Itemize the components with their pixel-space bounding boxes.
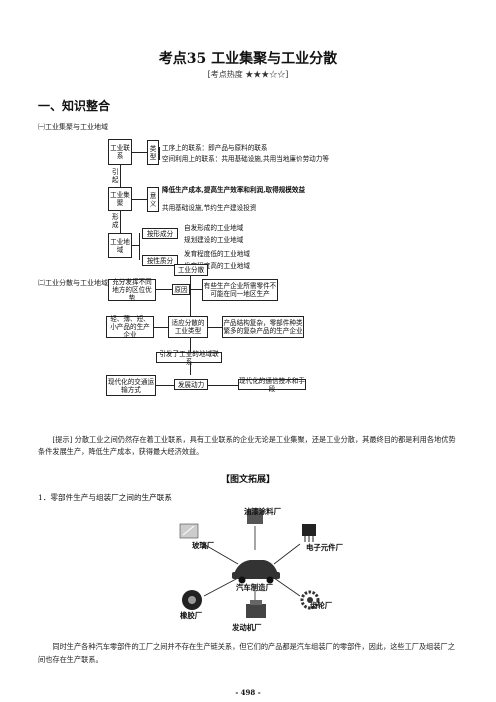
gear-icon: [300, 590, 320, 610]
connector: [190, 276, 191, 326]
label-form: 形成: [112, 213, 119, 229]
label-engine-factory: 发动机厂: [232, 623, 262, 632]
type-item-1: 工序上的联系：即产品与原料的联系: [162, 144, 268, 152]
section-heading: 一、知识整合: [38, 99, 111, 113]
explanation-paragraph: 同时生产各种汽车零部件的工厂之间并不存在生产链关系，但它们的产品都是汽车组装厂的…: [38, 642, 455, 664]
box-reason: 原因: [172, 284, 190, 295]
tip-paragraph: [提示] 分散工业之间仍然存在着工业联系，具有工业联系的企业无论是工业集聚，还是…: [38, 435, 456, 456]
significance-1: 降低生产成本,提高生产效率和利润,取得规模效益: [162, 186, 306, 194]
connector: [190, 363, 191, 375]
subsection-2: ㈡工业分散与工业地域联系: [38, 279, 122, 287]
connector: [132, 199, 147, 200]
formation-1: 自发形成的工业地域: [184, 224, 244, 232]
arrow-glass: [199, 541, 239, 565]
box-transport: 现代化的交通运输方式: [106, 375, 156, 396]
link-arrows: [199, 526, 301, 606]
car-icon: [232, 560, 280, 584]
nature-1: 发育程度低的工业地域: [184, 250, 250, 258]
label-gear-factory: 齿轮厂: [310, 601, 333, 610]
box-industrial-region: 工业地域: [108, 233, 132, 258]
chip-icon: [302, 524, 316, 542]
box-industrial-link: 工业联系: [108, 139, 132, 165]
box-driving-force: 发展动力: [174, 379, 208, 390]
box-light-products: 轻、薄、短、小产品的生产企业: [106, 315, 154, 339]
label-lead: 引起: [112, 168, 119, 184]
type-item-2: 空间利用上的联系：共用基础设施,共用当地廉价劳动力等: [162, 155, 329, 163]
item-1-heading: 1．零部件生产与组装厂之间的生产联系: [38, 493, 172, 502]
box-complex-products: 产品结构复杂，零部件种类繁多的复杂产品的生产企业: [222, 316, 304, 338]
glass-icon: [179, 523, 199, 539]
significance-2: 共用基础设施,节约生产建设投资: [162, 204, 257, 212]
connector: [154, 327, 168, 328]
connector: [190, 338, 191, 352]
connector: [120, 211, 121, 233]
arrow-gear: [273, 577, 301, 597]
box-regional-link: 引发了工业的地域联系: [156, 350, 222, 366]
box-industrial-agglomeration: 工业集聚: [108, 187, 132, 211]
connector: [132, 245, 140, 246]
label-electronic-factory: 电子元件厂: [306, 543, 343, 552]
label-glass-factory: 玻璃厂: [192, 541, 215, 550]
arrow-electronic: [273, 543, 301, 565]
subsection-1: ㈠工业集聚与工业地域: [38, 123, 108, 131]
tire-icon: [182, 590, 202, 610]
connector: [208, 327, 222, 328]
page-number: - 498 -: [235, 688, 261, 697]
connector: [159, 147, 160, 160]
nature-2: 发育程度高的工业地域: [184, 262, 250, 270]
page-title: 考点35 工业集聚与工业分散: [158, 51, 338, 67]
connector: [156, 289, 172, 290]
expand-heading: 【图文拓展】: [220, 475, 275, 485]
formation-2: 规划建设的工业地域: [184, 236, 244, 244]
factory-network-illustration: [179, 508, 320, 618]
connector: [132, 152, 147, 153]
label-paint-factory: 油漆涂料厂: [244, 507, 281, 516]
box-by-nature: 按性质分: [142, 255, 178, 266]
label-car-factory: 汽车制造厂: [236, 583, 273, 592]
label-rubber-factory: 橡胶厂: [180, 611, 203, 620]
box-significance: 意义: [147, 187, 159, 212]
box-location-advantage: 充分发挥不同地方的区位优势: [108, 278, 156, 302]
connector: [190, 289, 202, 290]
connector: [208, 385, 238, 386]
connector: [139, 233, 140, 260]
heat-rating: [考点热度 ★★★☆☆]: [207, 70, 289, 79]
box-type: 类型: [147, 140, 159, 165]
arrow-rubber: [203, 577, 239, 597]
paint-bucket-icon: [247, 508, 263, 524]
engine-icon: [246, 600, 266, 618]
connector: [156, 385, 174, 386]
box-dispersed-type: 适应分散的工业类型: [168, 316, 208, 338]
connector: [120, 165, 121, 187]
box-by-formation: 按形成分: [142, 228, 178, 239]
box-parts-reason: 有些生产企业所需零件不可能在同一地区生产: [202, 279, 278, 301]
box-communication: 现代化的通信技术和手段: [238, 376, 306, 393]
box-dispersion: 工业分散: [174, 264, 208, 276]
